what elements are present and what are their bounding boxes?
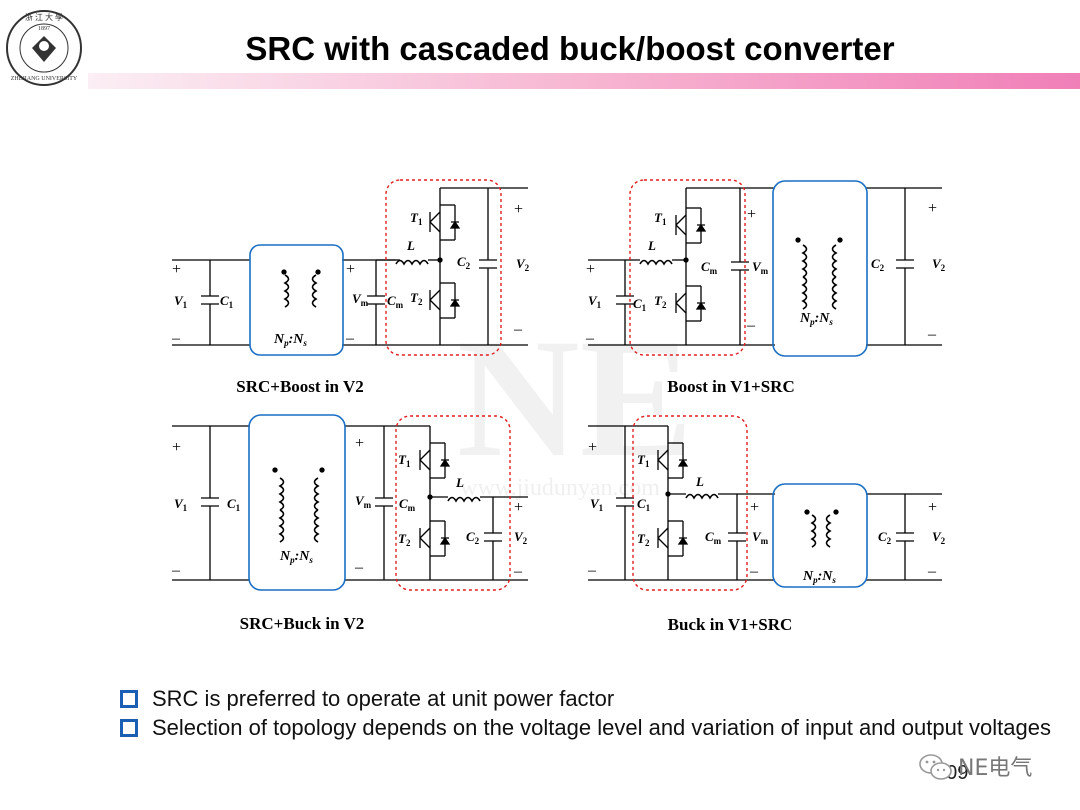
circuit-src-buck-v2 <box>172 414 528 591</box>
vm-plus-label: + <box>346 261 355 278</box>
bullet-text: SRC is preferred to operate at unit powe… <box>152 686 615 711</box>
cm-label: Cm <box>387 293 404 310</box>
v1-minus-label: – <box>585 330 595 347</box>
v2-label: V2 <box>932 529 946 546</box>
turns-ratio-label: Np:Ns <box>273 332 307 348</box>
v1-label: V1 <box>588 293 602 310</box>
t2-label: T2 <box>410 290 423 307</box>
caption-src-boost-v2: SRC+Boost in V2 <box>236 377 363 396</box>
cm-label: Cm <box>701 259 718 276</box>
caption-src-buck-v2: SRC+Buck in V2 <box>240 614 365 633</box>
c1-label: C1 <box>633 296 647 313</box>
university-logo: 浙 江 大 學 ZHEJIANG UNIVERSITY 1897 <box>6 10 82 86</box>
c2-label: C2 <box>871 256 885 273</box>
vm-plus-label: + <box>747 206 756 223</box>
page-title: SRC with cascaded buck/boost converter <box>245 30 895 67</box>
v2-label: V2 <box>932 256 946 273</box>
cm-label: Cm <box>705 529 722 546</box>
c1-label: C1 <box>227 496 241 513</box>
inductor-label: L <box>647 238 656 253</box>
vm-label: Vm <box>355 493 372 510</box>
v1-plus-label: + <box>588 439 597 456</box>
v1-label: V1 <box>174 496 188 513</box>
v1-minus-label: – <box>171 562 181 579</box>
v2-minus-label: – <box>513 563 523 580</box>
circuit-src-boost-v2 <box>172 179 528 356</box>
turns-ratio-label: Np:Ns <box>279 549 313 565</box>
c2-label: C2 <box>878 529 892 546</box>
v1-label: V1 <box>174 293 188 310</box>
vm-plus-label: + <box>750 499 759 516</box>
t2-label: T2 <box>637 531 650 548</box>
v1-plus-label: + <box>586 261 595 278</box>
bullet-item: SRC is preferred to operate at unit powe… <box>118 684 1058 713</box>
v2-label: V2 <box>516 256 530 273</box>
svg-text:浙 江 大 學: 浙 江 大 學 <box>25 12 63 22</box>
turns-ratio-label: Np:Ns <box>799 311 833 327</box>
vm-minus-label: – <box>345 330 355 347</box>
c2-label: C2 <box>457 254 471 271</box>
c2-label: C2 <box>466 529 480 546</box>
vm-minus-label: – <box>746 317 756 334</box>
t1-label: T1 <box>398 452 411 469</box>
vm-plus-label: + <box>355 435 364 452</box>
t1-label: T1 <box>410 210 423 227</box>
vm-minus-label: – <box>354 559 364 576</box>
inductor-label: L <box>455 475 464 490</box>
bullet-square-icon <box>120 690 138 708</box>
wechat-icon <box>919 754 952 780</box>
v1-minus-label: – <box>587 562 597 579</box>
vm-minus-label: – <box>749 563 759 580</box>
v2-minus-label: – <box>513 321 523 338</box>
title-underline-bar <box>88 73 1080 89</box>
inductor-label: L <box>695 474 704 489</box>
v1-label: V1 <box>590 496 604 513</box>
vm-label: Vm <box>352 291 369 308</box>
vm-label: Vm <box>752 529 769 546</box>
v2-plus-label: + <box>928 499 937 516</box>
svg-text:1897: 1897 <box>38 26 50 32</box>
v2-plus-label: + <box>514 201 523 218</box>
v2-minus-label: – <box>927 326 937 343</box>
bullet-list: SRC is preferred to operate at unit powe… <box>118 684 1058 742</box>
c1-label: C1 <box>637 496 651 513</box>
bullet-square-icon <box>120 719 138 737</box>
turns-ratio-label: Np:Ns <box>802 569 836 585</box>
circuit-buck-v1-src <box>588 415 942 591</box>
v2-label: V2 <box>514 529 528 546</box>
circuit-boost-v1-src <box>588 179 942 357</box>
t1-label: T1 <box>637 452 650 469</box>
bullet-text: Selection of topology depends on the vol… <box>152 715 1051 740</box>
bullet-item: Selection of topology depends on the vol… <box>118 713 1058 742</box>
v2-plus-label: + <box>514 499 523 516</box>
brand-name: NE电气 <box>958 756 1033 781</box>
caption-boost-v1-src: Boost in V1+SRC <box>667 377 794 396</box>
t1-label: T1 <box>654 210 667 227</box>
t2-label: T2 <box>398 531 411 548</box>
inductor-label: L <box>406 238 415 253</box>
cm-label: Cm <box>399 496 416 513</box>
svg-text:ZHEJIANG UNIVERSITY: ZHEJIANG UNIVERSITY <box>11 76 78 82</box>
v1-minus-label: – <box>171 330 181 347</box>
v2-minus-label: – <box>927 563 937 580</box>
vm-label: Vm <box>752 259 769 276</box>
watermark-big: NE <box>457 304 693 492</box>
c1-label: C1 <box>220 293 234 310</box>
v2-plus-label: + <box>928 200 937 217</box>
caption-buck-v1-src: Buck in V1+SRC <box>668 615 793 634</box>
v1-plus-label: + <box>172 261 181 278</box>
v1-plus-label: + <box>172 439 181 456</box>
t2-label: T2 <box>654 293 667 310</box>
